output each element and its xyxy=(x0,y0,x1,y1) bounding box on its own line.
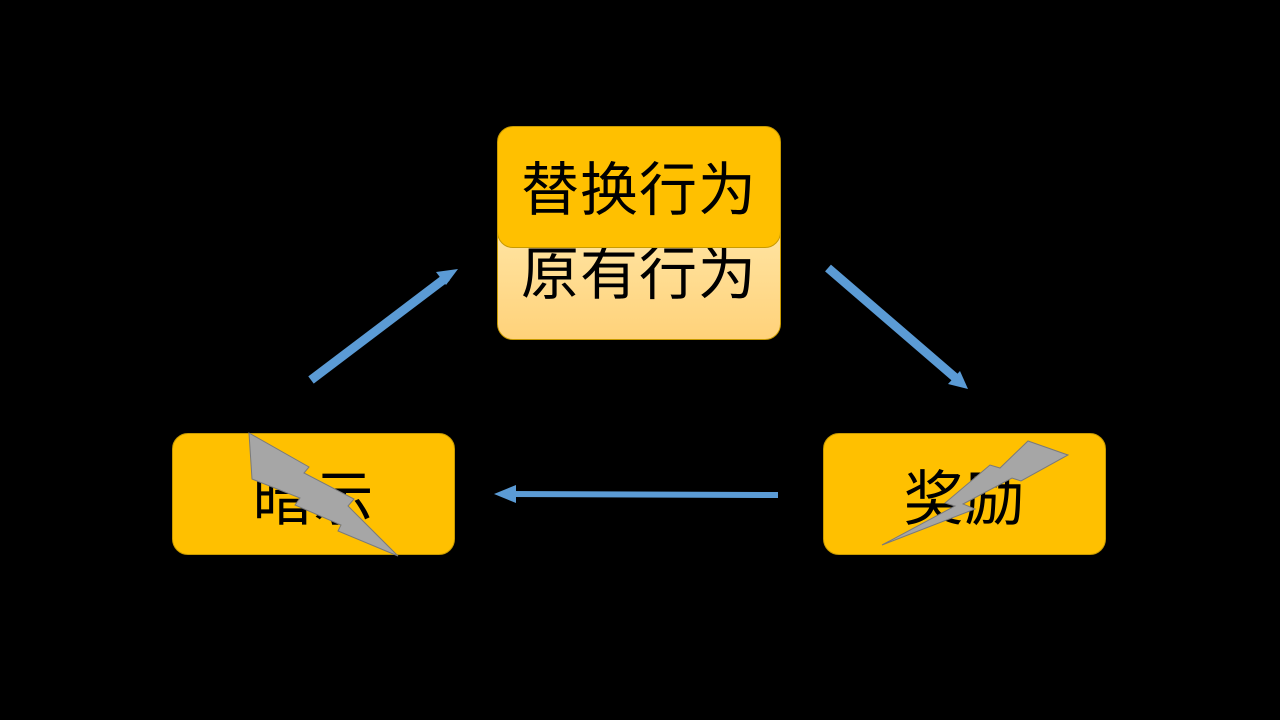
cue-box: 暗示 xyxy=(172,433,455,555)
reward-box: 奖励 xyxy=(823,433,1106,555)
replacement-behavior-box: 替换行为 xyxy=(497,126,781,248)
reward-label: 奖励 xyxy=(903,464,1026,535)
arrow-reward-to-cue xyxy=(494,485,779,503)
original-behavior-label: 原有行为 xyxy=(520,240,757,308)
cue-label: 暗示 xyxy=(252,464,375,535)
arrow-cue-to-behavior xyxy=(308,269,458,384)
arrow-behavior-to-reward xyxy=(825,264,968,389)
replacement-behavior-label: 替换行为 xyxy=(520,156,757,224)
